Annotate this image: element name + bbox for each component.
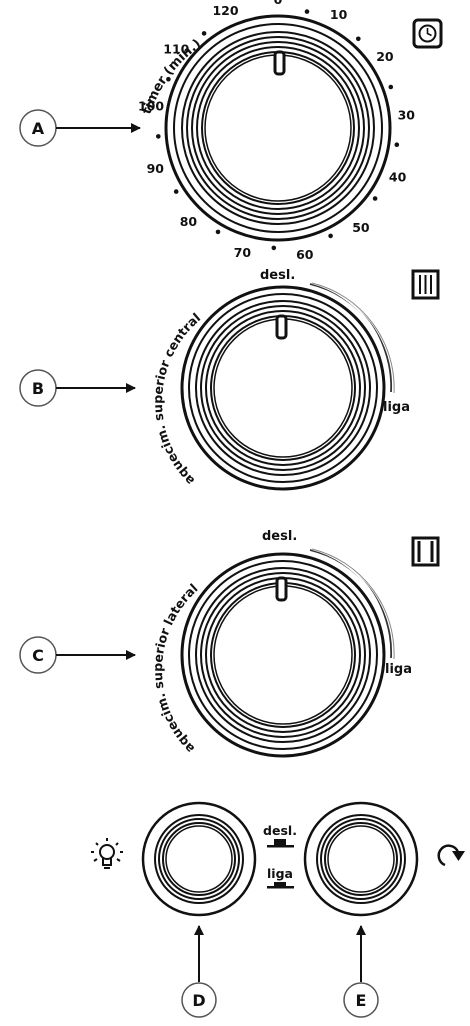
central-heating-dial[interactable] [180,285,386,491]
callout-c: C [19,636,57,674]
lateral-heating-on-label: liga [385,662,412,677]
timer-tick-dot [173,189,179,194]
central-heating-pointer-mark [275,314,288,340]
timer-tick-dot [394,142,400,147]
switch-position-legend: desl. liga [263,823,297,889]
timer-tick-label: 90 [147,161,165,176]
lateral-heating-pointer-mark [275,576,288,602]
lateral-heating-dial[interactable] [180,552,386,758]
timer-tick-dot [372,196,378,201]
center-heating-element-icon [411,269,440,300]
rotisserie-switch-knob[interactable] [303,801,419,917]
timer-tick-dot [388,84,394,90]
timer-tick-dot [166,76,171,82]
svg-text:D: D [192,991,205,1010]
callout-e: E [343,982,379,1018]
lateral-heating-knob-group: desl. liga aquecim. superior lateral C [19,529,440,758]
timer-tick-label: 20 [376,49,394,64]
timer-tick-label: 120 [212,3,238,18]
timer-tick-label: 50 [352,220,370,235]
timer-tick-dot [304,9,310,14]
timer-tick-dot [201,31,207,36]
timer-tick-label: 0 [274,0,283,7]
timer-knob-group: timer (min.) 010203040506070809010011012… [19,0,443,262]
lamp-knob-group: D [91,801,257,1018]
on-position-symbol [267,882,294,889]
central-heating-on-label: liga [383,400,410,415]
off-position-symbol [267,839,294,848]
lamp-switch-knob[interactable] [141,801,257,917]
central-heating-knob-group: desl. liga aquecim. superior central B [19,268,440,491]
rotate-arrow-icon [437,844,465,867]
timer-pointer-mark [273,50,286,76]
svg-text:B: B [32,379,44,398]
timer-tick-label: 30 [398,108,416,123]
timer-tick-dot [215,229,221,235]
timer-scale: 0 10 20 30 40 50 60 70 80 90 100 110 120 [138,0,415,262]
central-heating-off-label: desl. [260,268,295,283]
svg-text:A: A [32,119,45,138]
legend-off-label: desl. [263,823,297,838]
timer-tick-label: 40 [389,169,407,184]
timer-tick-label: 10 [330,7,348,22]
timer-tick-dot [356,36,361,42]
svg-text:C: C [32,646,44,665]
timer-tick-label: 70 [234,245,252,260]
callout-b: B [19,369,57,407]
timer-tick-label: 100 [138,99,164,114]
rotisserie-knob-group: E [303,801,465,1018]
timer-tick-label: 60 [296,247,314,262]
callout-a: A [19,109,57,147]
timer-tick-label: 110 [163,42,189,57]
clock-icon [412,18,443,49]
legend-on-label: liga [267,866,293,881]
timer-dial[interactable] [164,14,392,242]
lateral-heating-off-label: desl. [262,529,297,544]
timer-tick-label: 80 [180,214,198,229]
light-bulb-icon [91,838,123,869]
svg-text:E: E [356,991,367,1010]
timer-tick-dot [328,233,333,239]
timer-tick-dot [271,245,277,251]
callout-d: D [181,982,217,1018]
side-heating-element-icon [411,536,440,567]
timer-tick-dot [156,134,161,139]
